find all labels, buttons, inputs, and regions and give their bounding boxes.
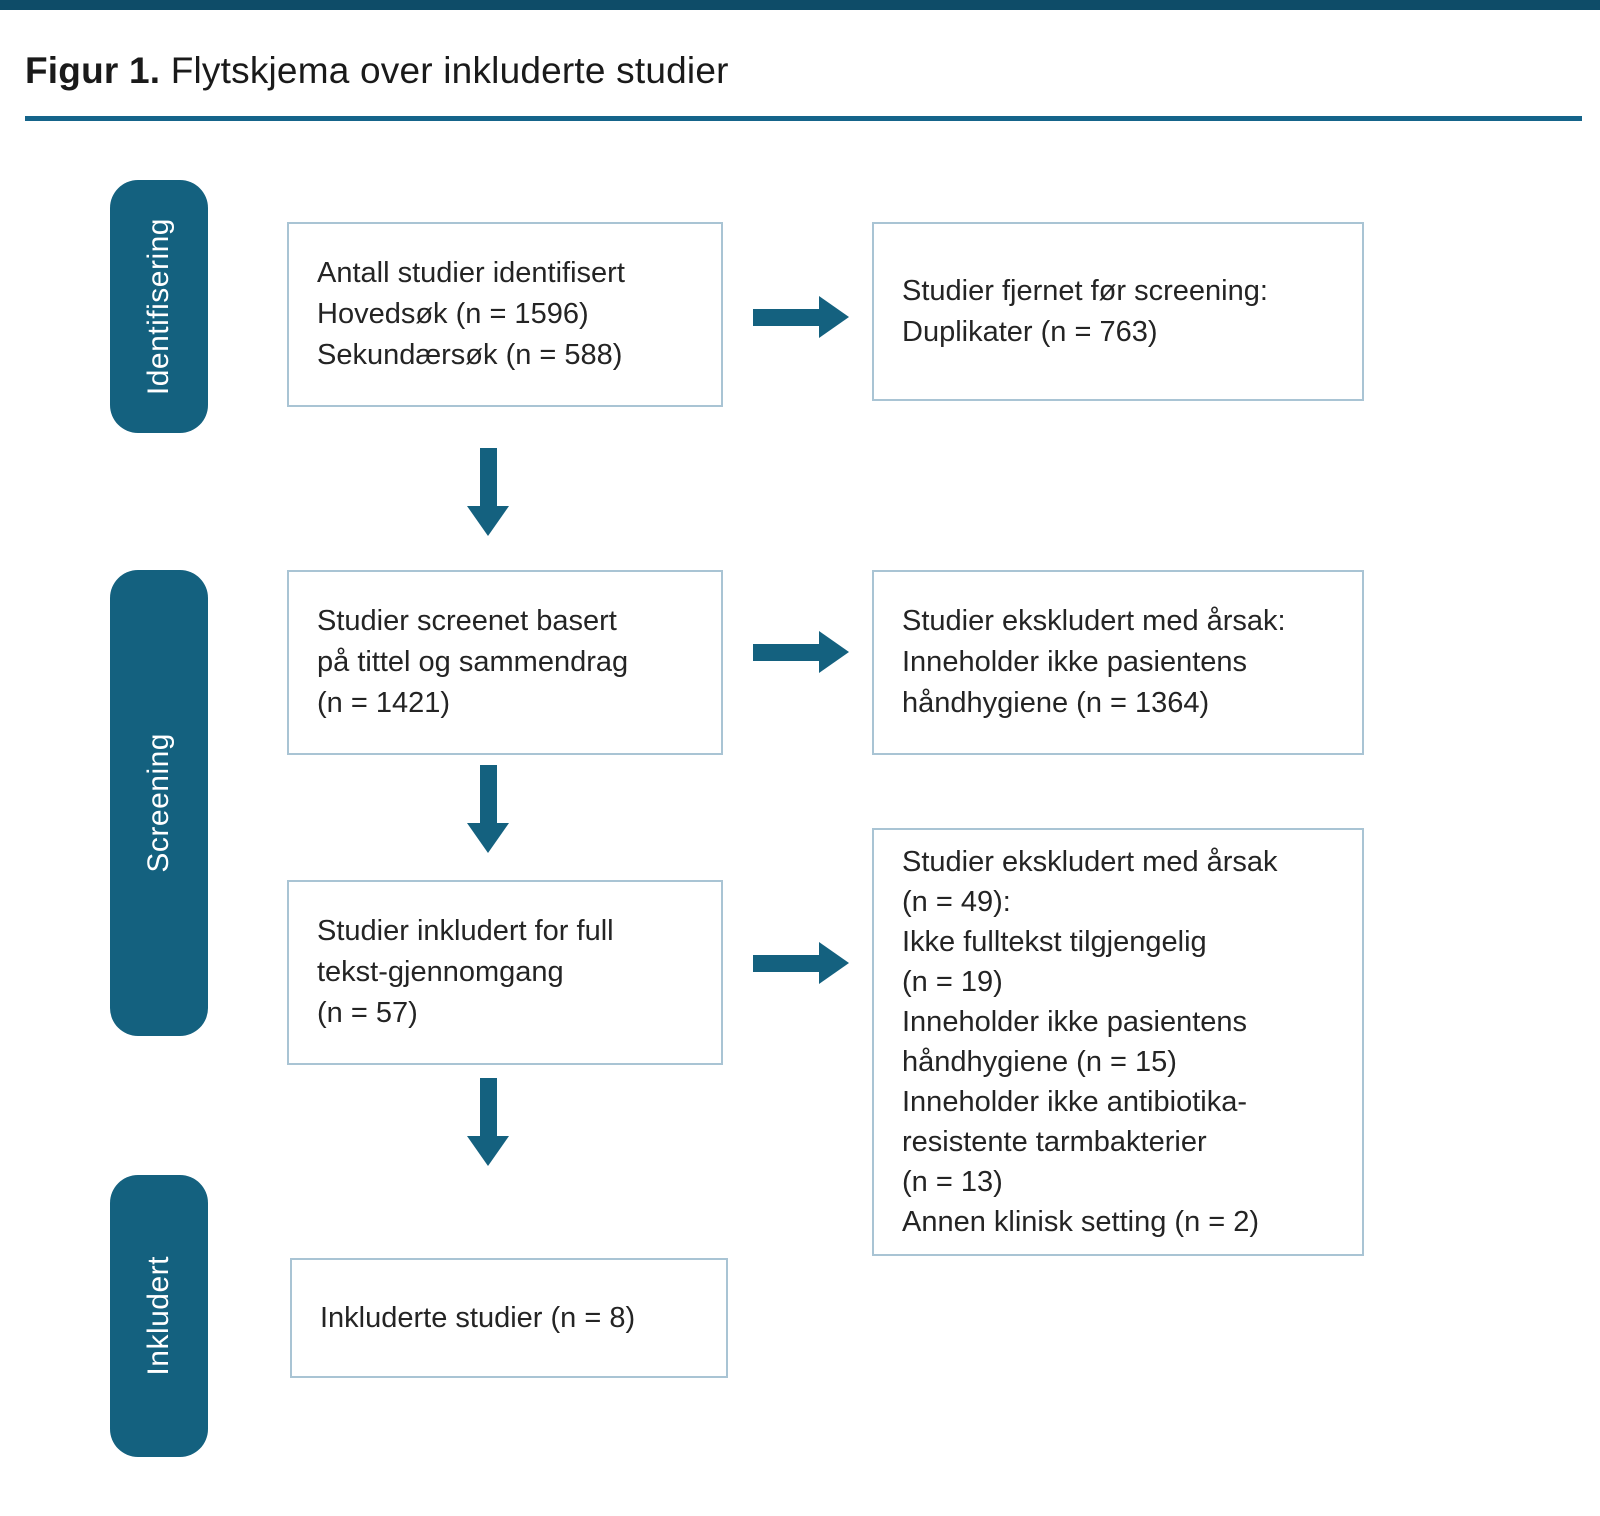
box-studies-identified: Antall studier identifisert Hovedsøk (n … bbox=[287, 222, 723, 407]
arrow-right-icon bbox=[753, 631, 849, 673]
stage-identification-pill: Identifisering bbox=[110, 180, 208, 433]
figure-title-label: Figur 1. bbox=[25, 50, 161, 91]
arrow-right-icon bbox=[753, 942, 849, 984]
figure-title: Figur 1. Flytskjema over inkluderte stud… bbox=[25, 50, 729, 92]
box-removed-before-screening: Studier fjernet før screening: Duplikate… bbox=[872, 222, 1364, 401]
box-excluded-screening: Studier ekskludert med årsak: Inneholder… bbox=[872, 570, 1364, 755]
arrow-head bbox=[467, 1136, 509, 1166]
box-included-studies: Inkluderte studier (n = 8) bbox=[290, 1258, 728, 1378]
stage-included-label: Inkludert bbox=[142, 1256, 175, 1376]
arrow-shaft bbox=[753, 308, 819, 326]
arrow-head bbox=[819, 296, 849, 338]
arrow-down-icon bbox=[467, 448, 509, 536]
title-divider bbox=[25, 116, 1582, 121]
arrow-head bbox=[467, 506, 509, 536]
arrow-down-icon bbox=[467, 1078, 509, 1166]
arrow-head bbox=[467, 823, 509, 853]
arrow-down-icon bbox=[467, 765, 509, 853]
stage-included-pill: Inkludert bbox=[110, 1175, 208, 1457]
figure-title-text: Flytskjema over inkluderte studier bbox=[160, 50, 729, 91]
arrow-shaft bbox=[479, 1078, 497, 1136]
top-accent-bar bbox=[0, 0, 1600, 10]
arrow-head bbox=[819, 631, 849, 673]
arrow-shaft bbox=[479, 448, 497, 506]
arrow-head bbox=[819, 942, 849, 984]
box-excluded-fulltext: Studier ekskludert med årsak (n = 49): I… bbox=[872, 828, 1364, 1256]
box-included-studies-text: Inkluderte studier (n = 8) bbox=[320, 1301, 636, 1334]
box-removed-before-screening-text: Studier fjernet før screening: Duplikate… bbox=[902, 274, 1268, 348]
arrow-shaft bbox=[753, 643, 819, 661]
stage-screening-pill: Screening bbox=[110, 570, 208, 1036]
box-studies-screened: Studier screenet basert på tittel og sam… bbox=[287, 570, 723, 755]
box-excluded-screening-text: Studier ekskludert med årsak: Inneholder… bbox=[902, 605, 1286, 719]
arrow-right-icon bbox=[753, 296, 849, 338]
box-fulltext-review: Studier inkludert for full tekst-gjennom… bbox=[287, 880, 723, 1065]
box-studies-screened-text: Studier screenet basert på tittel og sam… bbox=[317, 605, 629, 719]
box-studies-identified-text: Antall studier identifisert Hovedsøk (n … bbox=[317, 257, 625, 371]
arrow-shaft bbox=[479, 765, 497, 823]
stage-identification-label: Identifisering bbox=[142, 217, 175, 396]
box-fulltext-review-text: Studier inkludert for full tekst-gjennom… bbox=[317, 915, 614, 1029]
stage-screening-label: Screening bbox=[142, 733, 175, 873]
box-excluded-fulltext-text: Studier ekskludert med årsak (n = 49): I… bbox=[902, 846, 1278, 1238]
arrow-shaft bbox=[753, 954, 819, 972]
